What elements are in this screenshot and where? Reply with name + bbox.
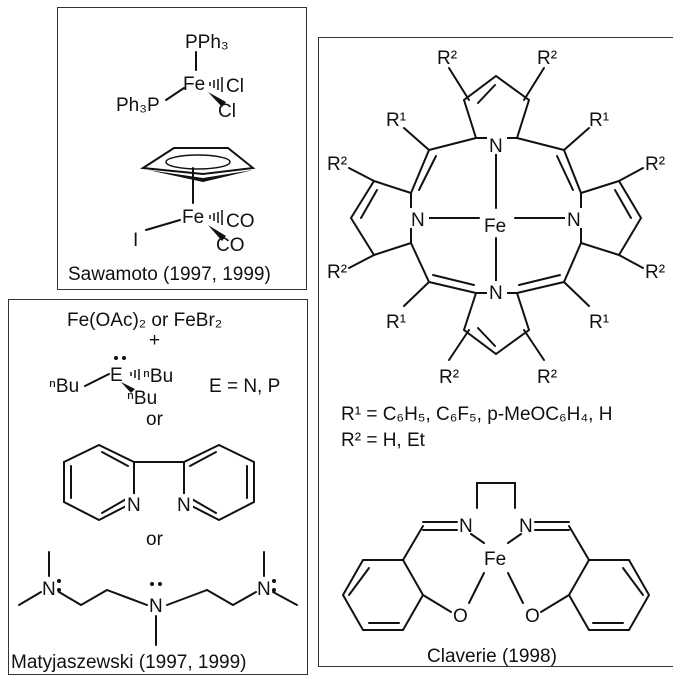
nbu-bottom-label: ⁿBu [127,388,157,409]
r1-label-bottom-right: R¹ [589,312,609,333]
r1-label-bottom-left: R¹ [386,312,406,333]
pyridine-ring-left [63,443,135,522]
e-definition: E = N, P [209,376,280,397]
bond-fe-i [145,219,181,231]
bipy-n-label-2: N [177,495,191,516]
iodide-label: I [133,230,138,251]
tributyl-e-ligand: ⁿBu E ⁿBu ⁿBu E = N, P [49,356,280,409]
salen-o-label-2: O [525,606,540,627]
r2-label-right-bottom: R² [645,262,665,283]
or-text-2: or [146,529,164,550]
fe-salen-complex: N N Fe O O [341,482,651,631]
bond-fe-p-left [165,87,185,101]
porphyrin-n-bottom: N [489,283,503,304]
porphyrin-n-right: N [567,210,581,231]
r2-label-bottom-left: R² [439,367,459,388]
bipyridine-ligand: N N [63,443,255,522]
r2-label-top-left: R² [437,48,457,69]
pyrrole-right [580,179,643,257]
lone-pair-dot-1 [114,356,118,360]
hashed-wedge-nbu [130,369,140,380]
salen-n-label-2: N [519,516,533,537]
iron-porphyrin: R² R² R² R² R² R² R² R² [327,48,665,388]
cyclopentadienyl-ring [140,147,256,176]
r2-label-left-bottom: R² [327,262,347,283]
porphyrin-salen-structures: R² R² R² R² R² R² R² R² [327,48,665,667]
nbu-left-label: ⁿBu [49,376,79,397]
fe-label-2: Fe [182,207,204,228]
pph3-left-label: Ph₃P [116,95,160,116]
r1-definition: R¹ = C₆H₅, C₆F₅, p-MeOC₆H₄, H [341,404,612,425]
solid-wedge-co2 [208,225,226,241]
bond-e-nbu-left [84,373,110,387]
salen-ring-left [341,559,425,631]
salen-o-label-1: O [453,606,468,627]
porphyrin-fe-label: Fe [484,216,506,237]
pmdeta-ligand: N N N [18,551,298,646]
porphyrin-n-top: N [489,136,503,157]
panel-porphyrin-salen: R² R² R² R² R² R² R² R² [318,37,673,667]
r2-label-bottom-right: R² [537,367,557,388]
fe-label-1: Fe [183,74,205,95]
matyjaszewski-structures: Fe(OAc)₂ or FeBr₂ + ⁿBu E ⁿBu ⁿBu E = N,… [11,310,298,673]
salen-fe-label: Fe [484,549,506,570]
pph3-top-label: PPh₃ [185,32,229,53]
lone-pair-dot-2 [122,356,126,360]
pyrrole-top [462,74,531,139]
porphyrin-n-left: N [411,210,425,231]
r2-label-top-right: R² [537,48,557,69]
co-label-2: CO [216,235,245,256]
matyjaszewski-caption: Matyjaszewski (1997, 1999) [11,652,247,673]
hashed-wedge-cl1 [209,77,223,92]
r2-definition: R² = H, Et [341,430,426,451]
hashed-wedge-co1 [209,210,223,225]
co-label-1: CO [226,211,255,232]
pmdeta-n-label-3: N [257,579,271,600]
pyrrole-left [349,179,412,257]
claverie-caption: Claverie (1998) [427,646,557,667]
r2-label-right-top: R² [645,154,665,175]
panel-matyjaszewski: Fe(OAc)₂ or FeBr₂ + ⁿBu E ⁿBu ⁿBu E = N,… [8,299,308,675]
pmdeta-n-label-2: N [149,596,163,617]
r2-label-left-top: R² [327,154,347,175]
or-text-1: or [146,409,164,430]
sawamoto-caption: Sawamoto (1997, 1999) [68,264,271,285]
cp-aromatic-circle [165,154,231,170]
cl-label-1: Cl [226,76,244,97]
salen-n-label-1: N [459,516,473,537]
salen-ring-right [567,559,651,631]
pmdeta-n-label-1: N [42,579,56,600]
bipy-n-label-1: N [127,495,141,516]
nbu-right-label: ⁿBu [143,366,173,387]
r1-label-top-left: R¹ [386,110,406,131]
pyrrole-bottom [462,292,531,356]
fecl2-pph3-complex: PPh₃ Fe Ph₃P Cl Cl [116,32,244,122]
pyridine-ring-right [183,443,255,522]
e-atom-label: E [110,365,123,386]
solid-wedge-nbu [121,382,135,393]
cp-front-edge [148,170,253,182]
plus-sign: + [149,330,160,351]
sawamoto-structures: PPh₃ Fe Ph₃P Cl Cl Fe I [68,32,271,285]
cl-label-2: Cl [218,101,236,122]
r1-label-top-right: R¹ [589,110,609,131]
solid-wedge-cl2 [208,92,226,107]
iron-salt-line: Fe(OAc)₂ or FeBr₂ [67,310,222,331]
panel-sawamoto: PPh₃ Fe Ph₃P Cl Cl Fe I [57,7,307,290]
cpfe-co2-i-complex: Fe I CO CO [133,147,256,256]
